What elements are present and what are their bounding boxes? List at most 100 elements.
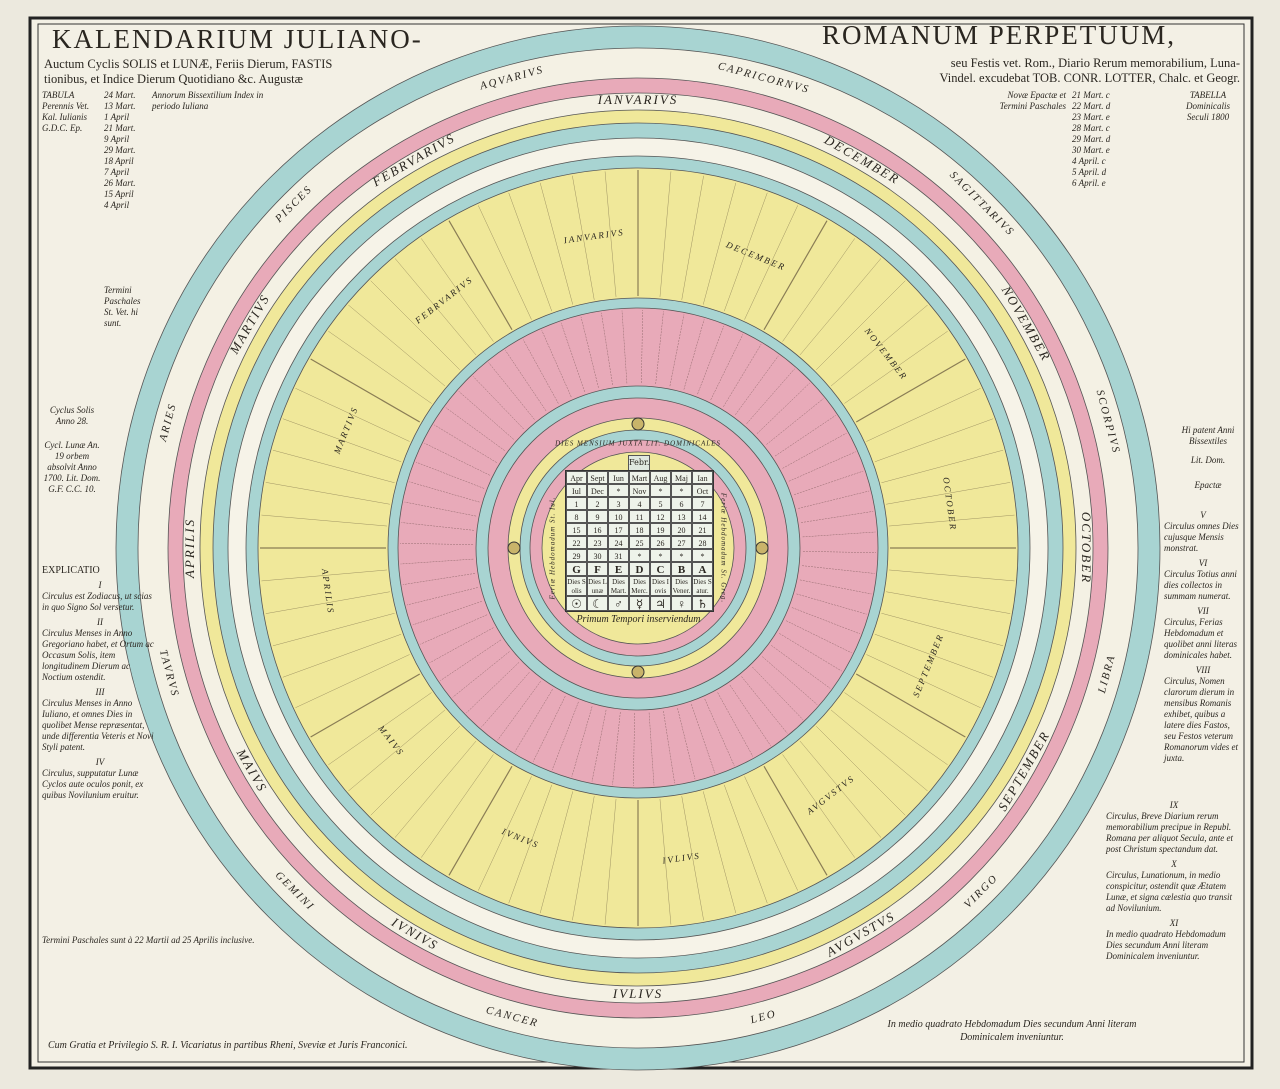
bissextile-index: Annorum Bissextilium Index in periodo Iu… xyxy=(152,90,264,111)
day-spoke xyxy=(328,331,432,404)
grid-cell: 24 xyxy=(608,536,629,549)
explicatio-text: Circulus est Zodiacus, ut scias in quo S… xyxy=(42,591,152,612)
tabula-perennis: TABULA Perennis Vet. Kal. Iulianis G.D.C… xyxy=(42,90,90,133)
grid-cell: Maj xyxy=(671,471,692,484)
explicatio-number: IX xyxy=(1169,800,1179,810)
grid-cell: 1 xyxy=(566,497,587,510)
day-spoke xyxy=(830,304,928,387)
date-entry: 1 April xyxy=(104,112,130,122)
grid-cell: 19 xyxy=(650,523,671,536)
novae-epactae: Novæ Epactæ et Termini Paschales xyxy=(999,90,1066,111)
date-entry: 21 Mart. xyxy=(104,123,136,133)
day-spoke xyxy=(724,784,768,904)
subtitle-left: Auctum Cyclis SOLIS et LUNÆ, Feriis Dier… xyxy=(44,57,332,87)
lunation-spoke xyxy=(735,355,779,415)
grid-cell: 26 xyxy=(650,536,671,549)
grid-cell: 23 xyxy=(587,536,608,549)
planet-icon: ☿ xyxy=(629,596,650,611)
weekday-name: Dies Solis xyxy=(566,576,587,596)
grid-cell: Mart xyxy=(629,471,650,484)
grid-cell: 18 xyxy=(629,523,650,536)
explicatio-number: IV xyxy=(95,757,105,767)
day-spoke xyxy=(282,634,402,678)
explicatio-number: VI xyxy=(1198,558,1208,568)
dominical-letter: D xyxy=(629,562,650,576)
date-entry: 13 Mart. xyxy=(104,101,136,111)
lunation-spoke xyxy=(802,551,876,553)
explicatio-text: Circulus Totius anni dies collectos in s… xyxy=(1164,569,1237,601)
weekday-name: Dies Satur. xyxy=(692,576,713,596)
day-spoke xyxy=(448,220,513,331)
date-entry: 28 Mart. c xyxy=(1072,123,1110,133)
grid-cell: Oct xyxy=(692,484,713,497)
lunation-spoke xyxy=(541,330,572,398)
grid-cell: 6 xyxy=(671,497,692,510)
explicatio-number: V xyxy=(1200,510,1206,520)
lunation-spoke xyxy=(580,316,599,388)
day-spoke xyxy=(370,726,460,816)
date-entry: 18 April xyxy=(104,156,134,166)
lunation-spoke xyxy=(445,407,505,451)
lunation-spoke xyxy=(683,319,705,390)
lunation-spoke xyxy=(621,310,628,384)
date-entry: 23 Mart. e xyxy=(1072,112,1110,122)
lunation-spoke xyxy=(514,689,553,752)
grid-cell: 22 xyxy=(566,536,587,549)
day-spoke xyxy=(265,482,390,505)
lunation-spoke xyxy=(497,681,541,741)
day-spoke xyxy=(681,175,704,300)
day-spoke xyxy=(763,220,828,331)
month-label: OCTOBER xyxy=(1079,512,1094,584)
explicatio-number: XI xyxy=(1169,918,1179,928)
grid-cell: 21 xyxy=(692,523,713,536)
date-entry: 9 April xyxy=(104,134,130,144)
lunation-spoke xyxy=(741,676,788,734)
lunation-spoke xyxy=(409,481,480,503)
day-spoke xyxy=(889,569,1015,582)
planet-icon: ☉ xyxy=(566,596,587,611)
day-spoke xyxy=(265,591,390,614)
moon-phase-icon xyxy=(755,541,769,555)
grid-cell: * xyxy=(692,549,713,562)
tabella-dominicalis: TABELLA Dominicalis Seculi 1800 xyxy=(1186,90,1230,122)
lunation-spoke xyxy=(641,310,643,384)
center-right-text: Feriæ Hebdomadum St. Greg. xyxy=(719,492,727,603)
day-spoke xyxy=(370,280,460,370)
lunation-spoke xyxy=(591,709,607,782)
lunation-spoke xyxy=(601,312,613,385)
lunation-spoke xyxy=(796,593,867,615)
day-spoke xyxy=(272,449,395,483)
day-spoke xyxy=(539,182,573,305)
day-spoke xyxy=(881,613,1004,647)
lunation-spoke xyxy=(633,712,635,786)
center-ring-text: DIES MENSIUM JUXTA LIT. DOMINICALES xyxy=(554,440,721,448)
lunation-spoke xyxy=(481,672,530,728)
moon-phase-icon xyxy=(507,541,521,555)
explicatio-text: Circulus omnes Dies cujusque Mensis mons… xyxy=(1164,521,1239,553)
day-spoke xyxy=(744,776,798,891)
lunation-spoke xyxy=(771,645,831,689)
date-entry: 4 April xyxy=(104,200,130,210)
lunation-spoke xyxy=(802,531,876,538)
day-spoke xyxy=(799,740,882,838)
lunation-spoke xyxy=(429,627,494,664)
lunation-spoke xyxy=(762,656,818,705)
day-spoke xyxy=(348,304,446,387)
day-spoke xyxy=(855,358,966,423)
grid-cell: 14 xyxy=(692,510,713,523)
weekday-name: Dies Vener. xyxy=(671,576,692,596)
lunation-spoke xyxy=(786,620,852,654)
grid-cell: Sept xyxy=(587,471,608,484)
day-spoke xyxy=(295,654,410,708)
lunation-spoke xyxy=(415,461,485,489)
grid-cell: 12 xyxy=(650,510,671,523)
explicatio-text: Circulus, supputatur Lunæ Cyclos aute oc… xyxy=(42,768,144,800)
month-label: IVLIVS xyxy=(612,986,663,1001)
day-spoke xyxy=(448,765,513,876)
title-right: ROMANUM PERPETUUM, xyxy=(822,20,1177,50)
date-entry: 26 Mart. xyxy=(104,178,136,188)
lit-dom: Lit. Dom. xyxy=(1190,455,1226,465)
grid-cell: 16 xyxy=(587,523,608,536)
grid-cell: 2 xyxy=(587,497,608,510)
